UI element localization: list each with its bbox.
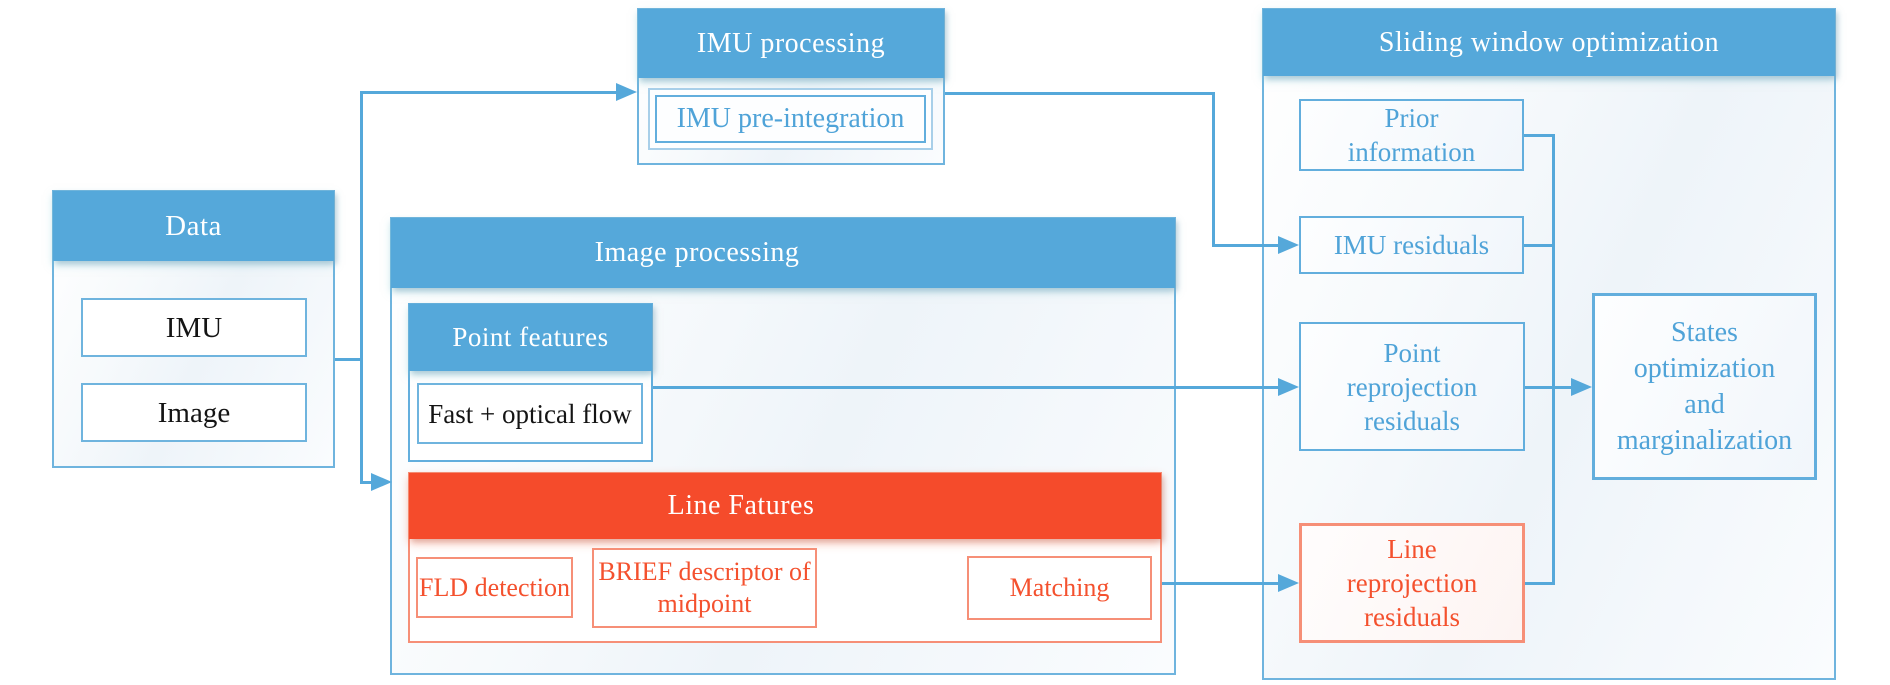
point-features-header: Point features	[409, 304, 652, 371]
image-processing-title: Image processing	[594, 237, 800, 268]
point-reprojection-residuals-item: Point reprojection residuals	[1299, 322, 1525, 451]
point-features-title: Point features	[452, 322, 609, 352]
arrowhead-states	[1571, 378, 1592, 396]
prior-information-item: Prior information	[1299, 99, 1524, 171]
connector-point-residuals-out	[1525, 386, 1555, 389]
imu-preintegration-item: IMU pre-integration	[648, 88, 933, 150]
imu-residuals-item: IMU residuals	[1299, 216, 1524, 274]
sliding-window-header: Sliding window optimization	[1263, 9, 1835, 76]
connector-to-point-residuals	[653, 386, 1283, 389]
connector-to-line-residuals	[1162, 582, 1282, 585]
imu-data-item: IMU	[81, 298, 307, 357]
arrowhead-line-residuals	[1278, 574, 1299, 592]
data-box-title: Data	[165, 209, 222, 242]
fld-detection-item: FLD detection	[416, 557, 573, 618]
connector-data-split	[360, 91, 363, 483]
fast-optical-flow-item: Fast + optical flow	[417, 383, 643, 444]
matching-item: Matching	[967, 556, 1152, 620]
line-features-group: Line Fatures FLD detection BRIEF descrip…	[408, 472, 1162, 643]
image-data-item: Image	[81, 383, 307, 442]
connector-imu-residuals-out	[1524, 244, 1555, 247]
connector-to-imu-processing	[360, 91, 620, 94]
image-processing-box: Image processing Point features Fast + o…	[390, 217, 1176, 675]
connector-to-imu-residuals	[1212, 244, 1282, 247]
line-reprojection-residuals-item: Line reprojection residuals	[1299, 523, 1525, 643]
connector-prior-out	[1524, 134, 1555, 137]
image-processing-header: Image processing	[391, 218, 1175, 288]
sliding-window-title: Sliding window optimization	[1378, 26, 1720, 58]
point-features-group: Point features Fast + optical flow	[408, 303, 653, 462]
connector-data-out	[335, 358, 363, 361]
connector-collector	[1552, 134, 1555, 585]
data-box: Data IMU Image	[52, 190, 335, 468]
line-features-header: Line Fatures	[409, 473, 1161, 539]
line-features-title: Line Fatures	[667, 490, 815, 521]
states-optimization-box: States optimization and marginalization	[1592, 293, 1817, 480]
connector-to-image-processing	[360, 481, 375, 484]
imu-processing-header: IMU processing	[638, 9, 944, 78]
arrowhead-point-residuals	[1278, 378, 1299, 396]
connector-to-states	[1552, 386, 1577, 389]
connector-imu-processing-out	[945, 92, 1215, 95]
arrowhead-imu-residuals	[1278, 236, 1299, 254]
connector-imu-down	[1212, 92, 1215, 247]
arrowhead-image-processing	[371, 473, 392, 491]
connector-line-residuals-out	[1525, 582, 1555, 585]
data-box-header: Data	[53, 191, 334, 261]
brief-descriptor-item: BRIEF descriptor of midpoint	[592, 548, 817, 628]
arrowhead-imu-processing	[616, 83, 637, 101]
imu-processing-box: IMU processing IMU pre-integration	[637, 8, 945, 165]
imu-processing-title: IMU processing	[696, 27, 886, 59]
